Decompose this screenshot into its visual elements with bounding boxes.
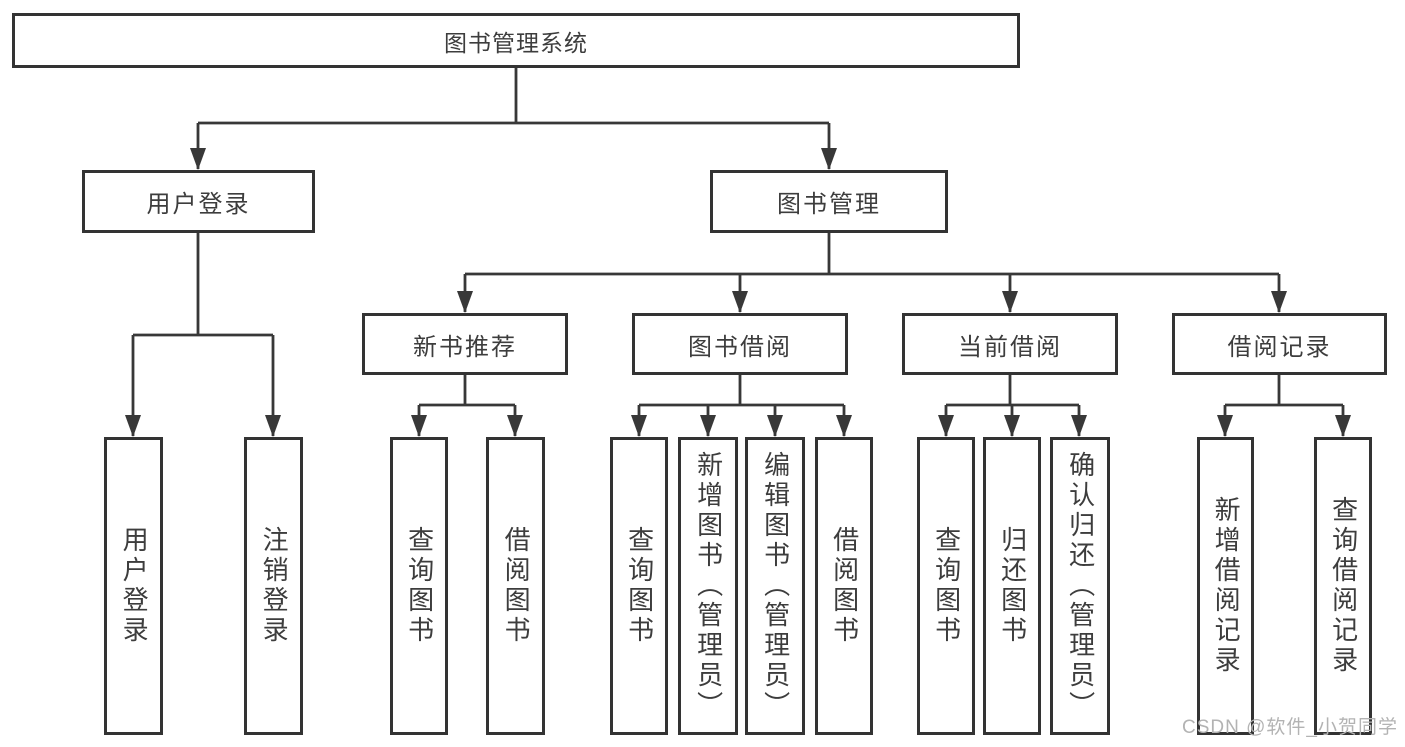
leaf-borrow-books: 借阅图书: [815, 437, 873, 735]
leaf-query-books-recommend: 查询图书: [390, 437, 448, 735]
node-borrow-records: 借阅记录: [1172, 313, 1387, 375]
watermark: CSDN @软件_小贺同学: [1182, 717, 1398, 738]
node-book-borrow: 图书借阅: [632, 313, 848, 375]
node-new-book-recommend: 新书推荐: [362, 313, 568, 375]
leaf-add-borrow-record: 新增借阅记录: [1197, 437, 1254, 735]
node-library-management-system: 图书管理系统: [12, 13, 1020, 68]
rail-book-borrow: [639, 375, 844, 407]
leaf-query-books-current: 查询图书: [917, 437, 975, 735]
leaf-add-books-admin: 新增图书（管理员）: [678, 437, 738, 735]
rail-user-login: [133, 233, 273, 337]
node-current-borrow: 当前借阅: [902, 313, 1118, 375]
rail-borrow-records: [1225, 375, 1343, 407]
leaf-borrow-books-recommend: 借阅图书: [486, 437, 545, 735]
node-user-login: 用户登录: [82, 170, 315, 233]
node-book-management: 图书管理: [710, 170, 948, 233]
rail-book-management: [465, 233, 1279, 276]
leaf-query-borrow-record: 查询借阅记录: [1314, 437, 1372, 735]
rail-root: [198, 68, 829, 125]
leaf-query-books-borrow: 查询图书: [610, 437, 668, 735]
leaf-user-login: 用户登录: [104, 437, 163, 735]
rail-current-borrow: [946, 375, 1079, 407]
leaf-logout: 注销登录: [244, 437, 303, 735]
leaf-return-books: 归还图书: [983, 437, 1041, 735]
leaf-confirm-return-admin: 确认归还（管理员）: [1050, 437, 1110, 735]
rail-new-book-recommend: [419, 375, 515, 407]
leaf-edit-books-admin: 编辑图书（管理员）: [745, 437, 805, 735]
